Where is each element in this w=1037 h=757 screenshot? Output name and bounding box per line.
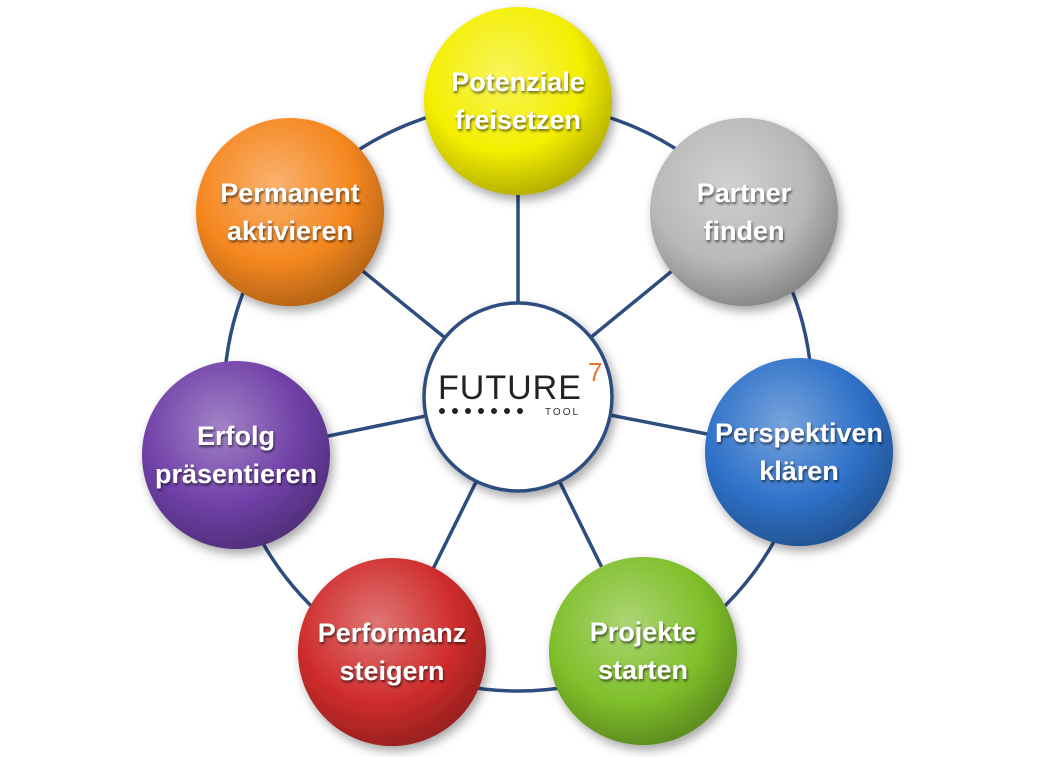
- node-circle-permanent: [196, 118, 384, 306]
- node-label-perspektiven-line1: Perspektiven: [715, 418, 883, 448]
- node-circle-erfolg: [142, 361, 330, 549]
- node-projekte: Projekte starten: [549, 557, 737, 745]
- center-node: FUTURE 7 TOOL: [422, 301, 614, 493]
- node-circle-projekte: [549, 557, 737, 745]
- node-label-potenziale-line2: freisetzen: [455, 105, 581, 135]
- node-label-potenziale-line1: Potenziale: [451, 67, 585, 97]
- node-potenziale: Potenziale freisetzen: [424, 7, 612, 195]
- node-label-perspektiven-line2: klären: [759, 456, 839, 486]
- node-label-partner-line2: finden: [704, 216, 785, 246]
- node-permanent: Permanent aktivieren: [196, 118, 384, 306]
- node-label-erfolg-line2: präsentieren: [155, 459, 317, 489]
- node-label-projekte-line1: Projekte: [590, 617, 697, 647]
- node-label-permanent-line1: Permanent: [220, 178, 360, 208]
- node-partner: Partner finden: [650, 118, 838, 306]
- node-circle-performanz: [298, 558, 486, 746]
- node-circle-partner: [650, 118, 838, 306]
- center-logo-word: FUTURE: [438, 369, 582, 407]
- center-logo-subtitle: TOOL: [545, 407, 580, 418]
- node-erfolg: Erfolg präsentieren: [142, 361, 330, 549]
- node-label-erfolg-line1: Erfolg: [197, 421, 275, 451]
- node-label-permanent-line2: aktivieren: [227, 216, 353, 246]
- center-logo-dots: [439, 408, 523, 414]
- node-circle-potenziale: [424, 7, 612, 195]
- node-label-partner-line1: Partner: [697, 178, 792, 208]
- node-label-performanz-line2: steigern: [339, 656, 444, 686]
- node-label-projekte-line2: starten: [598, 655, 688, 685]
- center-logo-superscript: 7: [588, 357, 602, 387]
- node-circle-perspektiven: [705, 358, 893, 546]
- node-performanz: Performanz steigern: [298, 558, 486, 746]
- node-perspektiven: Perspektiven klären: [705, 358, 893, 546]
- node-label-performanz-line1: Performanz: [318, 618, 467, 648]
